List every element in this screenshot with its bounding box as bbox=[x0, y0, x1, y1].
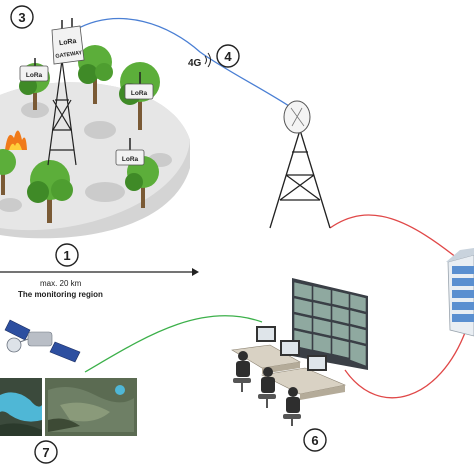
chair-icon bbox=[233, 378, 301, 426]
step-6-number: 6 bbox=[311, 433, 318, 448]
cellular-tower bbox=[269, 100, 331, 229]
tree-icon bbox=[78, 45, 113, 104]
lora-sensor: LoRa bbox=[19, 58, 49, 82]
lora-sensor: LoRa bbox=[115, 138, 145, 166]
sensor-label: LoRa bbox=[26, 72, 43, 79]
monitoring-region-platform bbox=[0, 82, 190, 239]
lora-gateway-box: LoRa GATEWAY bbox=[51, 25, 85, 65]
distance-arrow bbox=[0, 268, 199, 276]
satellite-image bbox=[0, 378, 42, 436]
sensor-label: LoRa bbox=[122, 156, 139, 163]
satellite-image bbox=[45, 378, 137, 436]
network-label: 4G bbox=[188, 58, 202, 69]
step-marker-6: 6 bbox=[303, 428, 327, 452]
gateway-label-bottom: GATEWAY bbox=[55, 50, 83, 60]
lora-sensor: LoRa bbox=[124, 72, 154, 100]
step-marker-7: 7 bbox=[34, 440, 58, 464]
gateway-4g-link bbox=[74, 17, 293, 109]
distance-label: max. 20 km bbox=[40, 279, 82, 288]
video-wall-icon bbox=[292, 278, 368, 370]
monitor-icon bbox=[256, 326, 327, 371]
wireless-signal-icon bbox=[204, 52, 211, 68]
step-marker-1: 1 bbox=[55, 243, 79, 267]
operator-icon bbox=[236, 351, 300, 413]
sensor-label: LoRa bbox=[131, 90, 148, 97]
satellite-control-link bbox=[84, 315, 263, 373]
region-label: The monitoring region bbox=[18, 290, 103, 299]
fire-icon bbox=[5, 130, 27, 150]
control-room-desks bbox=[231, 344, 347, 400]
control-server-link bbox=[344, 329, 467, 399]
tree-icon bbox=[0, 149, 16, 195]
step-4-number: 4 bbox=[224, 49, 232, 64]
server-icon bbox=[446, 248, 474, 337]
step-3-number: 3 bbox=[18, 10, 25, 25]
gateway-label-top: LoRa bbox=[59, 38, 77, 47]
tree-icon bbox=[27, 160, 73, 223]
step-marker-3: 3 bbox=[10, 5, 34, 29]
satellite-icon bbox=[4, 319, 81, 363]
step-7-number: 7 bbox=[42, 445, 49, 460]
step-1-number: 1 bbox=[63, 248, 70, 263]
step-marker-4: 4 bbox=[216, 44, 240, 68]
tower-server-link bbox=[329, 214, 463, 263]
